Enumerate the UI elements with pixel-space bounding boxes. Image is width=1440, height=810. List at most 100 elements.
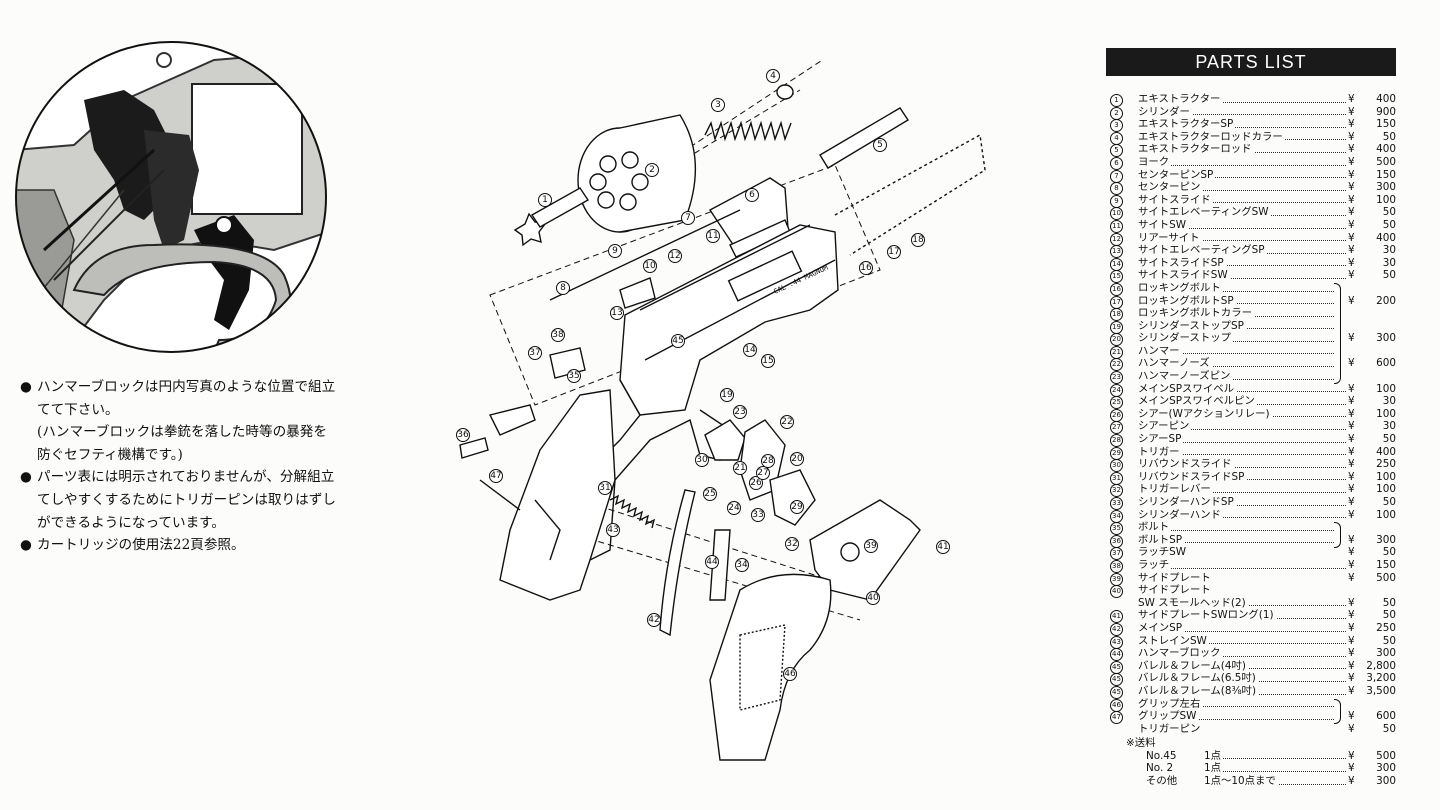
part-number-badge: 39 [1110, 572, 1123, 586]
callout-circle [647, 613, 661, 627]
part-number-badge: 37 [1110, 547, 1123, 561]
callout-circle [551, 328, 565, 342]
callout-circle [727, 501, 741, 515]
part-callout: 43 [606, 523, 620, 537]
callout-number: 29 [791, 502, 803, 512]
yen-sign: ¥ [1348, 596, 1355, 609]
part-callout: 45 [671, 334, 685, 348]
part-callout: 35 [567, 369, 581, 383]
part-name: バレル＆フレーム(6.5吋) [1138, 672, 1258, 685]
shipping-label: その他 [1146, 775, 1178, 788]
callout-number: 13 [611, 308, 622, 318]
shipping-desc: 1点 [1204, 762, 1224, 776]
part-number-badge: 24 [1110, 383, 1123, 397]
part-callout: 4 [766, 69, 780, 83]
part-callout: 33 [751, 508, 765, 522]
callout-number: 38 [552, 330, 564, 340]
yen-sign: ¥ [1348, 231, 1355, 244]
part-callout: 42 [647, 613, 661, 627]
part-name: メインSPスワイベルピン [1138, 395, 1257, 408]
part-callout: 3 [711, 98, 725, 112]
yen-sign: ¥ [1348, 168, 1355, 181]
part-price: 300 [1376, 332, 1396, 345]
dot-leader [1138, 265, 1346, 267]
part-callout: 7 [681, 211, 695, 225]
shipping-desc: 1点～10点まで [1204, 775, 1278, 788]
part-callout: 28 [761, 454, 775, 468]
callout-number: 45 [672, 336, 683, 346]
part-callout: 20 [790, 452, 804, 466]
shipping-price: 300 [1376, 775, 1396, 788]
part-name: メインSPスワイベル [1138, 382, 1236, 396]
callout-circle [749, 476, 763, 490]
part-number-badge: 31 [1110, 471, 1123, 485]
callout-circle [761, 354, 775, 368]
callout-number: 42 [648, 615, 659, 625]
part-number-badge: 25 [1110, 396, 1123, 410]
part-name: シリンダー [1138, 105, 1192, 119]
callout-number: 39 [865, 541, 877, 551]
part-number-badge: 47 [1110, 711, 1123, 725]
part-number-badge: 14 [1110, 257, 1123, 271]
parts-list-row: トリガーピン¥50 [1106, 722, 1396, 736]
yen-sign: ¥ [1348, 470, 1355, 483]
part-number-badge: 9 [1110, 194, 1123, 208]
note-trigger-pin: ● パーツ表には明示されておりませんが、分解組立てしやすくするためにトリガーピン… [20, 466, 340, 534]
yen-sign: ¥ [1348, 684, 1355, 697]
yen-sign: ¥ [1348, 130, 1355, 143]
yen-sign: ¥ [1348, 508, 1355, 521]
callout-number: 32 [786, 539, 797, 549]
part-price: 2,800 [1366, 659, 1396, 672]
part-price: 250 [1376, 458, 1396, 471]
part-callout: 6 [745, 188, 759, 202]
part-price: 3,200 [1366, 672, 1396, 685]
callout-number: 41 [937, 542, 948, 552]
callout-number: 43 [607, 525, 618, 535]
callout-number: 46 [784, 669, 796, 679]
callout-circle [705, 555, 719, 569]
part-price: 50 [1382, 609, 1396, 622]
dot-leader [1138, 655, 1346, 657]
group-brace [1334, 283, 1341, 384]
yen-sign: ¥ [1348, 93, 1355, 105]
part-callout: 46 [783, 667, 797, 681]
part-name: ハンマーノーズピン [1138, 370, 1233, 383]
yen-sign: ¥ [1348, 269, 1355, 282]
callout-number: 11 [707, 231, 718, 241]
part-callout: 19 [720, 388, 734, 402]
dot-leader [1138, 114, 1346, 116]
part-name: メインSP [1138, 621, 1185, 635]
part-name: ハンマー [1138, 344, 1182, 358]
callout-number: 36 [457, 430, 469, 440]
yen-sign: ¥ [1348, 749, 1355, 762]
dot-leader [1138, 303, 1334, 305]
yen-sign: ¥ [1348, 395, 1355, 408]
callout-circle [936, 540, 950, 554]
dot-leader [1138, 466, 1346, 468]
part-callout: 36 [456, 428, 470, 442]
part-number-badge: 36 [1110, 534, 1123, 548]
callout-number: 21 [734, 463, 745, 473]
callout-circle [695, 453, 709, 467]
dot-leader [1138, 429, 1346, 431]
yen-sign: ¥ [1348, 762, 1355, 775]
part-number-badge: 38 [1110, 559, 1123, 573]
part-callouts: 1234567891011121314151617181920212223242… [456, 69, 950, 681]
shipping-price: 500 [1376, 749, 1396, 762]
part-number-badge: 16 [1110, 282, 1123, 296]
part-callout: 21 [733, 461, 747, 475]
bullet-mark: ● [20, 469, 32, 486]
bullet-mark: ● [20, 537, 32, 554]
